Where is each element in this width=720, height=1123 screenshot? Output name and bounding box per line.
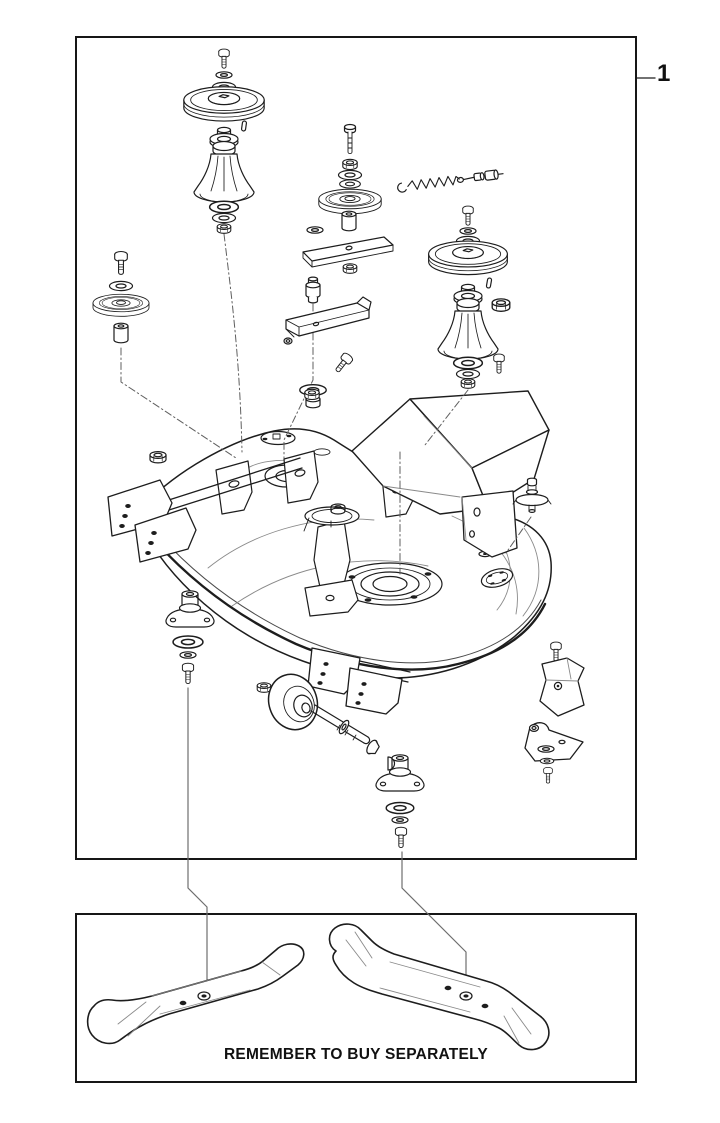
blade-leader-lines <box>187 687 467 993</box>
blade-right <box>328 923 550 1051</box>
roller-wheel-assembly <box>256 673 380 755</box>
blade-left <box>86 943 305 1045</box>
deck-center-pulley <box>303 503 360 617</box>
support-bracket-assembly <box>524 722 584 784</box>
spindle-assembly-right <box>428 205 511 389</box>
washout-plug <box>512 477 552 514</box>
deck-hanger-brackets-left <box>107 457 303 563</box>
guard-plate-assembly <box>539 641 585 717</box>
note-panel <box>75 913 637 1083</box>
deck-hanger-brackets-bottom <box>307 647 411 715</box>
blade-mount-right <box>375 754 425 849</box>
assembly-alignment-lines <box>120 233 532 575</box>
spindle-assembly-left <box>183 48 265 234</box>
idler-assembly-left <box>92 250 150 344</box>
main-diagram-panel <box>75 36 637 860</box>
chute-mount-plate <box>461 490 518 558</box>
callout-1-label: 1 <box>657 60 671 87</box>
idler-assembly-center <box>283 123 394 409</box>
tension-spring-cable <box>397 169 504 193</box>
note-text: REMEMBER TO BUY SEPARATELY <box>223 1046 488 1063</box>
